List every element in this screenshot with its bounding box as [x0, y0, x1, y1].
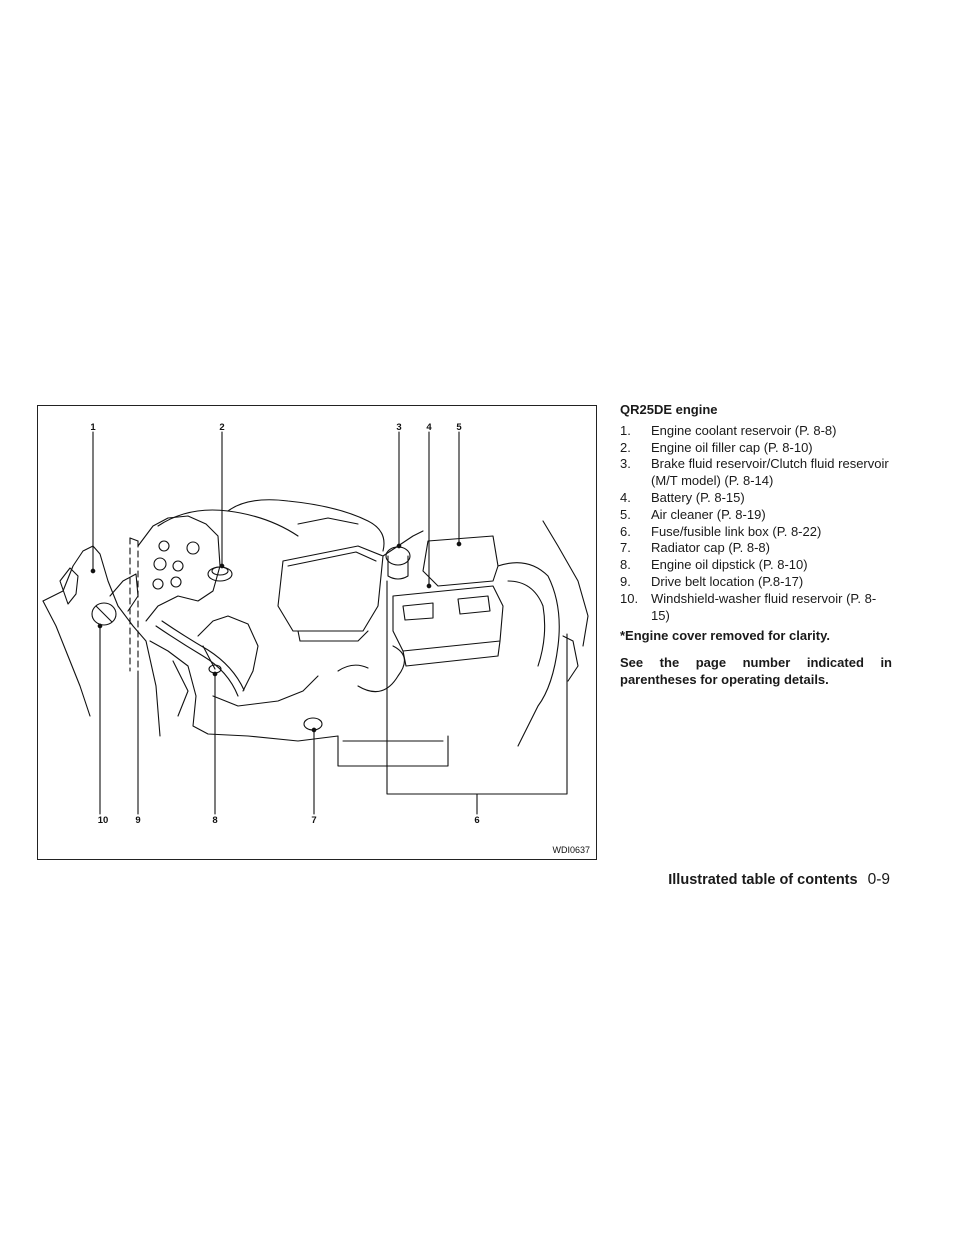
callout-9: 9: [135, 815, 141, 826]
callout-6: 6: [474, 815, 480, 826]
engine-line-drawing: [42, 431, 589, 815]
page-number: 0-9: [867, 871, 890, 888]
callout-3: 3: [396, 422, 402, 433]
footer-section-name: Illustrated table of contents: [668, 872, 858, 888]
list-item: 3.Brake fluid reservoir/Clutch fluid res…: [620, 456, 889, 489]
page-reference-note: See the page number indicated in parenth…: [620, 655, 892, 687]
callout-8: 8: [212, 815, 218, 826]
list-item: 10.Windshield-washer fluid reservoir (P.…: [620, 590, 877, 623]
callout-5: 5: [456, 422, 462, 433]
list-item: 5.Air cleaner (P. 8-19): [620, 506, 766, 522]
engine-legend: QR25DE engine 1.Engine coolant reservoir…: [620, 402, 892, 689]
callout-7: 7: [311, 815, 317, 826]
section-title: QR25DE engine: [620, 402, 718, 417]
list-item: 4.Battery (P. 8-15): [620, 489, 745, 505]
engine-illustration: 1 2 3 4 5 10 9 8 7 6 WDI0637: [37, 405, 597, 860]
callout-1: 1: [90, 422, 96, 433]
list-item: 2.Engine oil filler cap (P. 8-10): [620, 439, 813, 455]
callout-4: 4: [426, 422, 432, 433]
list-item: 6.Fuse/fusible link box (P. 8-22): [620, 523, 822, 539]
list-item: 1.Engine coolant reservoir (P. 8-8): [620, 422, 837, 438]
figure-code: WDI0637: [552, 845, 590, 855]
page-footer: Illustrated table of contents 0-9: [668, 871, 890, 889]
callout-10: 10: [97, 815, 109, 826]
engine-cover-note: *Engine cover removed for clarity.: [620, 628, 830, 644]
list-item: 9.Drive belt location (P.8-17): [620, 573, 804, 589]
list-item: 7.Radiator cap (P. 8-8): [620, 540, 770, 556]
component-list: 1.Engine coolant reservoir (P. 8-8) 2.En…: [620, 423, 892, 625]
list-item: 8.Engine oil dipstick (P. 8-10): [620, 557, 808, 573]
callout-2: 2: [219, 422, 225, 433]
